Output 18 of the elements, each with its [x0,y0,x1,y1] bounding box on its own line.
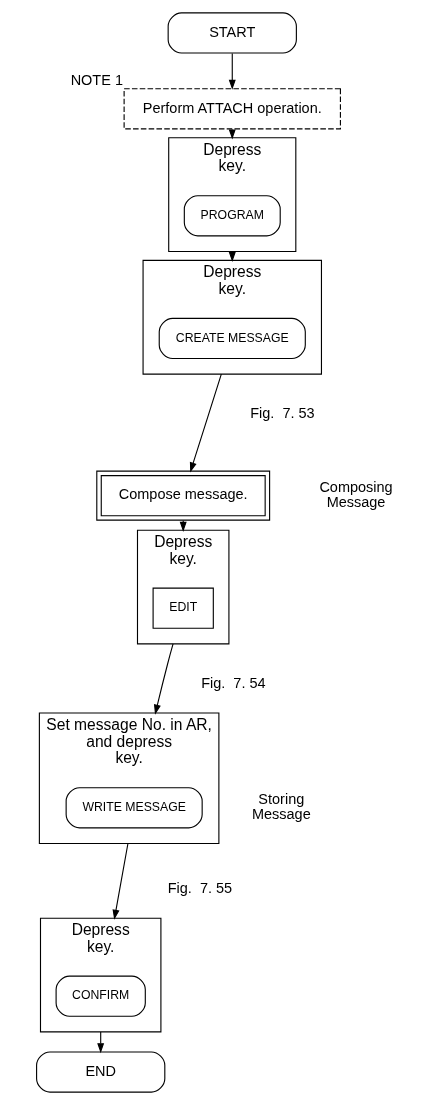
label: Composing Message [318,478,393,511]
node-box: EDIT [152,587,214,629]
node-label: NOTE 1 [70,71,123,88]
arrow [228,52,236,90]
label: Storing Message [251,790,311,823]
arrow [189,373,222,473]
node-box: END [35,1051,165,1093]
arrow [112,842,128,920]
node-box: START [167,12,297,54]
node-box: CONFIRM [55,975,146,1017]
node-box: CREATE MESSAGE [158,317,306,360]
node-label: Fig. 7. 53 [249,405,315,422]
node-label: Fig. 7. 55 [167,880,232,896]
node-box: WRITE MESSAGE [65,787,203,829]
arrow [228,252,236,263]
node-label: Fig. 7. 54 [200,674,266,691]
arrow [153,643,174,715]
node-box: PROGRAM [183,195,281,237]
